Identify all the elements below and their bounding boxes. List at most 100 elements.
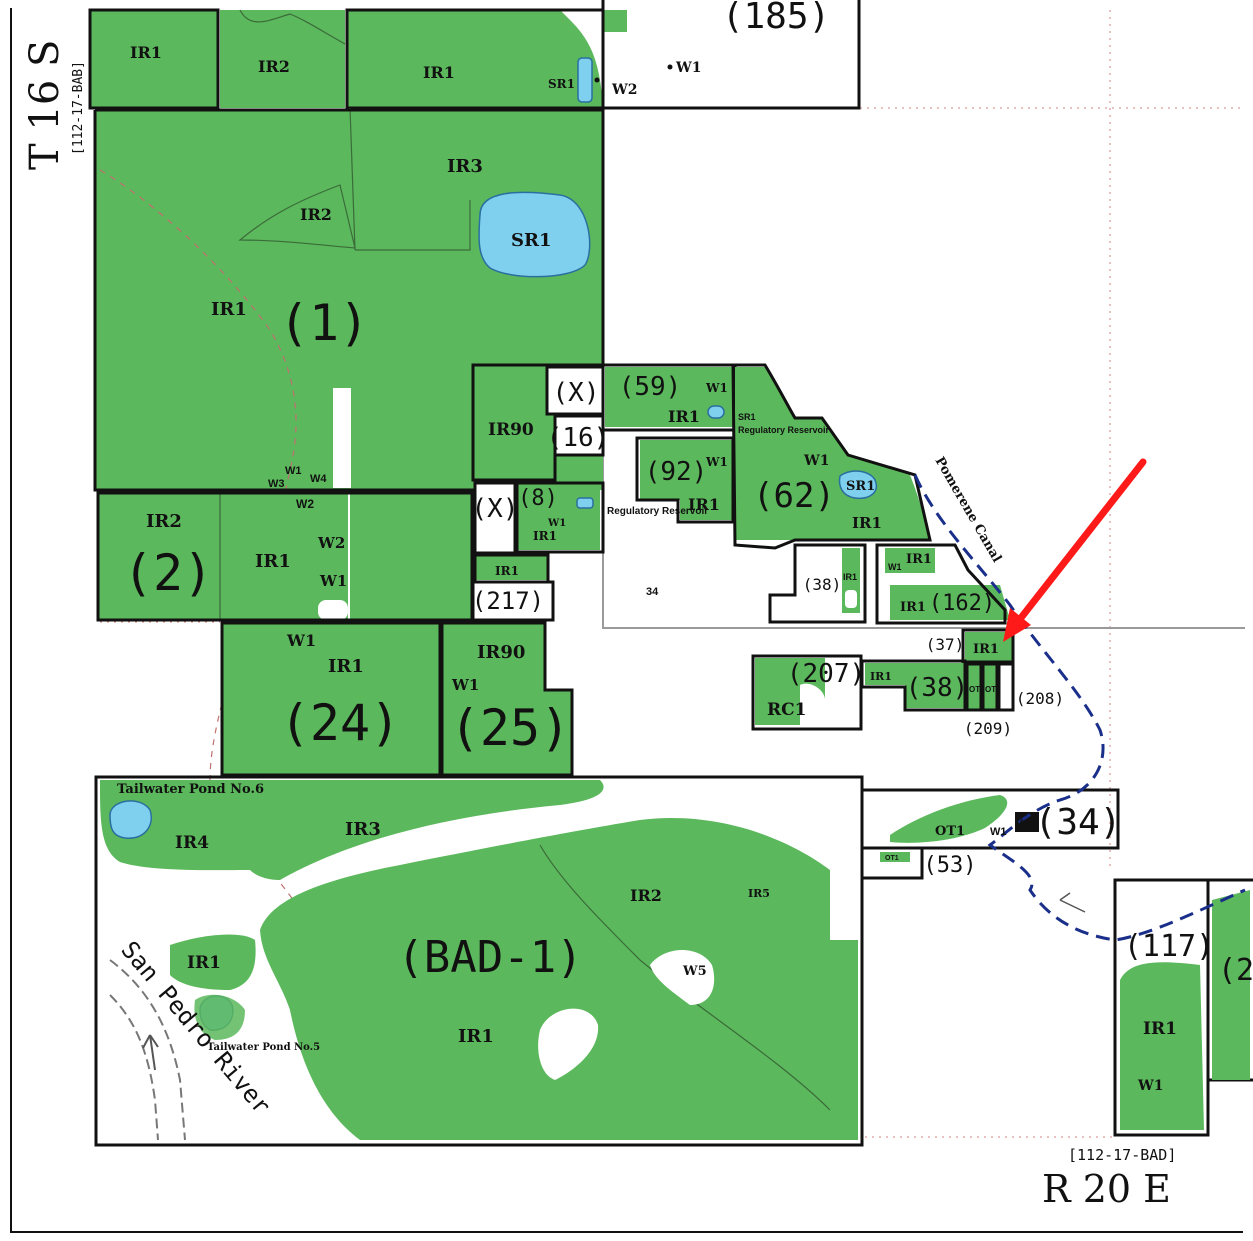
area-2-right xyxy=(1212,890,1250,1080)
internal-boundary xyxy=(239,9,346,45)
label-ir1: IR1 xyxy=(852,514,882,532)
area-ir1-117 xyxy=(1120,962,1204,1130)
area-ir1-upper-right xyxy=(885,548,935,573)
parcel-38-lower-outline xyxy=(860,659,967,712)
parcel-208 xyxy=(997,662,1015,712)
label-ir1: IR1 xyxy=(906,552,932,567)
label-w1: W1 xyxy=(285,465,302,477)
area-ir1-river xyxy=(170,934,256,990)
white-hole-lower xyxy=(538,1008,599,1080)
label-section-number: 34 xyxy=(646,586,659,598)
label-parcel-209: (209) xyxy=(964,719,1012,738)
label-ir1: IR1 xyxy=(973,642,999,657)
label-w1: W1 xyxy=(705,455,728,469)
pond-62 xyxy=(838,470,877,500)
label-parcel-34: (34) xyxy=(1035,802,1122,843)
parcel-x-top xyxy=(545,365,605,416)
label-w4: W4 xyxy=(310,473,327,485)
area-parcel-62 xyxy=(735,367,930,540)
area-ir90-lower xyxy=(545,367,555,479)
label-w2: W2 xyxy=(611,82,637,98)
parcel-25-outline xyxy=(440,621,574,777)
label-w1: W1 xyxy=(1137,1078,1163,1094)
label-parcel-x: (X) xyxy=(472,494,519,524)
label-ir3: IR3 xyxy=(447,156,483,177)
label-ot1: OT1 xyxy=(985,685,1001,694)
well-dot xyxy=(667,64,673,70)
label-parcel-1: (1) xyxy=(279,294,369,352)
label-ot1: OT1 xyxy=(885,855,899,862)
area-ir1-217 xyxy=(475,555,548,580)
range-label: R 20 E xyxy=(1042,1167,1171,1211)
label-w1: W1 xyxy=(990,826,1007,838)
parcel-2-outline xyxy=(96,491,474,622)
red-pointer-arrowhead xyxy=(1003,608,1031,642)
label-w1: W1 xyxy=(803,453,829,469)
area-ir1-top-mid xyxy=(347,10,603,108)
label-ir1: IR1 xyxy=(130,43,162,62)
label-ir4: IR4 xyxy=(175,833,209,853)
label-sr1: SR1 xyxy=(846,479,875,494)
area-ir1-river-lower xyxy=(194,994,245,1040)
label-parcel-117: (117) xyxy=(1124,929,1214,964)
area-38-lower xyxy=(865,663,965,708)
label-ot1: OT1 xyxy=(935,824,965,839)
label-ir90: IR90 xyxy=(477,642,525,663)
parcel-207-outline xyxy=(751,654,863,731)
label-ir1: IR1 xyxy=(187,953,221,973)
area-ir1-top-left xyxy=(90,10,218,108)
label-regulatory-reservoir: Regulatory Reservoir xyxy=(738,425,830,435)
rc1-white xyxy=(800,683,825,725)
label-regulatory-reservoir: Regulatory Reservoir xyxy=(607,506,708,517)
ref-bottom-right: [112-17-BAD] xyxy=(1068,1146,1176,1164)
label-parcel-62: (62) xyxy=(753,476,835,516)
label-tailwater-pond-5: Tailwater Pond No.5 xyxy=(207,1042,320,1053)
label-w1: W1 xyxy=(705,381,728,395)
white-38-hole xyxy=(845,590,857,608)
pond-59 xyxy=(707,405,725,419)
area-ir1-bad-main xyxy=(260,818,858,1140)
township-label: T 16 S xyxy=(22,40,68,170)
label-ir1: IR1 xyxy=(843,572,857,582)
area-ir2-top xyxy=(220,10,345,108)
label-w1: W1 xyxy=(286,631,316,650)
label-ot1: OT1 xyxy=(969,685,985,694)
area-ot1-34 xyxy=(890,795,1008,843)
area-ir90-mid xyxy=(475,367,545,479)
label-parcel-37: (37) xyxy=(926,635,965,654)
label-parcel-185: (185) xyxy=(722,0,830,37)
ref-top-left: [112-17-BAB] xyxy=(71,61,86,155)
label-aa: AA xyxy=(1018,818,1034,830)
label-w1: W1 xyxy=(451,676,479,694)
label-parcel-25: (25) xyxy=(450,699,570,757)
label-ir1: IR1 xyxy=(533,529,557,543)
parcel-top-left xyxy=(88,8,220,110)
label-parcel-x: (X) xyxy=(553,378,600,408)
label-ir1: IR1 xyxy=(1143,1019,1177,1039)
parcel-38-upper xyxy=(768,543,867,624)
pond-sr1-small xyxy=(577,57,593,103)
label-ir1: IR1 xyxy=(328,656,364,677)
label-w2: W2 xyxy=(296,497,314,511)
parcel-37-ir1 xyxy=(961,628,1015,664)
ir3-boundary xyxy=(349,107,471,251)
label-pomerene-canal: Pomerene Canal xyxy=(932,455,1005,566)
label-ir1: IR1 xyxy=(495,564,519,578)
parcel-185 xyxy=(601,0,861,110)
label-parcel-2: (2) xyxy=(123,544,213,602)
area-parcel-25 xyxy=(442,623,572,775)
river-line-1 xyxy=(109,959,186,1141)
label-ir1: IR1 xyxy=(668,407,700,426)
label-w3: W3 xyxy=(268,478,285,490)
label-sr1: SR1 xyxy=(548,77,575,91)
label-ir1: IR1 xyxy=(900,600,926,615)
parcel-ot1-a xyxy=(965,662,983,712)
label-parcel-208: (208) xyxy=(1016,689,1064,708)
label-w2: W2 xyxy=(317,534,345,552)
ir2-shape xyxy=(238,184,356,249)
label-parcel-8: (8) xyxy=(518,486,558,511)
ir2-boundary-line xyxy=(539,844,831,1111)
label-ir2: IR2 xyxy=(146,511,182,532)
north-flow-arrow xyxy=(1059,892,1086,913)
